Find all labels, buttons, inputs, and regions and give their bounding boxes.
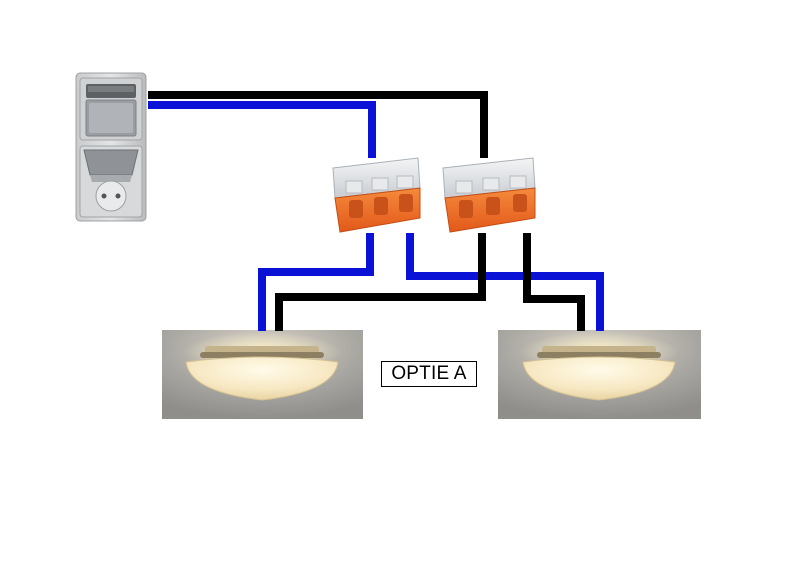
ceiling-lamp-icon — [498, 330, 701, 419]
neutral-wire-lamp-left — [258, 233, 374, 330]
wago-connector-icon — [332, 157, 421, 233]
neutral-wire-main — [148, 101, 376, 158]
live-wire-lamp-right — [523, 233, 585, 330]
wires — [148, 91, 604, 330]
live-wire-main — [148, 91, 488, 158]
wago-connector-icon — [442, 157, 536, 233]
wire-terminals — [258, 325, 604, 331]
option-label: OPTIE A — [381, 361, 477, 387]
ceiling-lamp-icon — [162, 330, 363, 419]
switch-with-socket-icon — [75, 72, 147, 222]
live-wire-lamp-left — [275, 233, 486, 330]
neutral-wire-lamp-right — [406, 233, 604, 330]
